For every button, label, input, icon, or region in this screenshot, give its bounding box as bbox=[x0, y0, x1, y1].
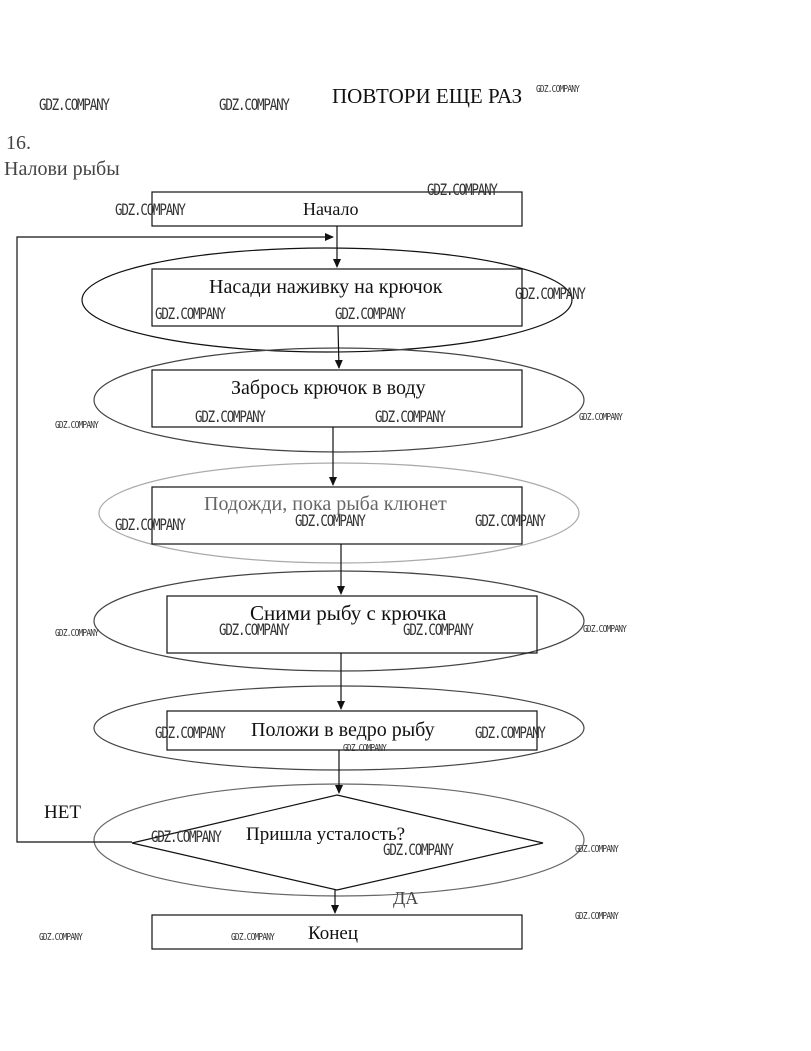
arrow-step1-to-step2 bbox=[334, 325, 343, 369]
yes-label: ДА bbox=[393, 888, 419, 908]
end-label: Конец bbox=[308, 923, 358, 944]
watermark: GDZ.COMPANY bbox=[55, 420, 99, 431]
watermark: GDZ.COMPANY bbox=[231, 932, 275, 943]
watermark: GDZ.COMPANY bbox=[343, 743, 387, 754]
step-label-5: Положи в ведро рыбу bbox=[251, 719, 435, 741]
step-ellipse-1 bbox=[81, 247, 573, 353]
step-box-2 bbox=[151, 369, 523, 428]
step-box-4 bbox=[166, 595, 538, 654]
end-box bbox=[151, 914, 523, 950]
step-ellipse-3 bbox=[98, 462, 580, 564]
watermark: GDZ.COMPANY bbox=[375, 407, 446, 426]
step-ellipse-4 bbox=[93, 570, 585, 672]
decision-label: Пришла усталость? bbox=[246, 824, 406, 845]
watermark: GDZ.COMPANY bbox=[155, 304, 226, 323]
watermark: GDZ.COMPANY bbox=[403, 620, 474, 639]
watermark: GDZ.COMPANY bbox=[151, 827, 222, 846]
start-label: Начало bbox=[303, 199, 359, 219]
watermark: GDZ.COMPANY bbox=[195, 407, 266, 426]
page-title: ПОВТОРИ ЕЩЕ РАЗ bbox=[332, 84, 523, 108]
watermark: GDZ.COMPANY bbox=[475, 723, 546, 742]
watermark: GDZ.COMPANY bbox=[155, 723, 226, 742]
watermark: GDZ.COMPANY bbox=[536, 84, 580, 95]
step-label-3: Подожди, пока рыба клюнет bbox=[204, 493, 447, 515]
watermark: GDZ.COMPANY bbox=[515, 284, 586, 303]
step-box-1 bbox=[151, 268, 523, 327]
watermark: GDZ.COMPANY bbox=[579, 412, 623, 423]
task-title: Налови рыбы bbox=[4, 158, 120, 180]
no-label: НЕТ bbox=[44, 802, 81, 823]
watermark: GDZ.COMPANY bbox=[39, 932, 83, 943]
decision-diamond bbox=[131, 794, 544, 891]
watermark: GDZ.COMPANY bbox=[575, 844, 619, 855]
task-number: 16. bbox=[6, 132, 31, 154]
step-box-5 bbox=[166, 710, 538, 751]
step-label-2: Забрось крючок в воду bbox=[231, 377, 426, 399]
watermark: GDZ.COMPANY bbox=[39, 95, 110, 114]
watermark: GDZ.COMPANY bbox=[427, 180, 498, 199]
watermark: GDZ.COMPANY bbox=[55, 628, 99, 639]
watermark: GDZ.COMPANY bbox=[335, 304, 406, 323]
step-label-1: Насади наживку на крючок bbox=[209, 276, 443, 298]
step-label-4: Сними рыбу с крючка bbox=[250, 601, 447, 625]
watermark: GDZ.COMPANY bbox=[115, 200, 186, 219]
watermark: GDZ.COMPANY bbox=[219, 95, 290, 114]
watermark: GDZ.COMPANY bbox=[383, 840, 454, 859]
watermark: GDZ.COMPANY bbox=[575, 911, 619, 922]
watermark: GDZ.COMPANY bbox=[295, 511, 366, 530]
watermark: GDZ.COMPANY bbox=[583, 624, 627, 635]
watermark: GDZ.COMPANY bbox=[475, 511, 546, 530]
watermark: GDZ.COMPANY bbox=[219, 620, 290, 639]
watermark: GDZ.COMPANY bbox=[115, 515, 186, 534]
loop-back-line bbox=[16, 233, 334, 843]
step-box-3 bbox=[151, 486, 523, 545]
